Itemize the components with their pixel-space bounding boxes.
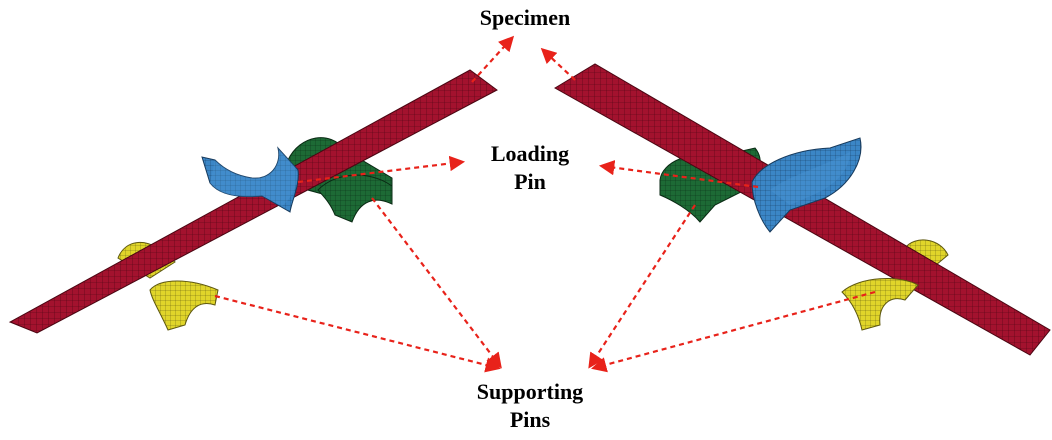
supporting-pins-label-line1: Supporting bbox=[476, 379, 584, 404]
supporting-pins-label-line2: Pins bbox=[509, 407, 551, 432]
left-loading-pin bbox=[201, 146, 299, 213]
left-loading-pin-inner bbox=[210, 148, 298, 206]
arrow-loading-left bbox=[297, 155, 466, 184]
right-front-support-pin-back bbox=[904, 239, 949, 271]
arrow-support-right-green bbox=[588, 204, 696, 369]
right-assembly bbox=[554, 63, 1051, 356]
right-specimen bbox=[554, 63, 1051, 356]
specimen-label: Specimen bbox=[455, 4, 595, 32]
supporting-pins-label: Supporting Pins bbox=[455, 378, 605, 434]
callout-arrows bbox=[214, 35, 876, 373]
right-front-support-pin bbox=[841, 278, 919, 331]
loading-pin-label-line1: Loading bbox=[490, 141, 570, 166]
arrow-specimen-left bbox=[471, 35, 515, 83]
arrow-support-right-yellow bbox=[591, 290, 876, 373]
left-front-support-pin bbox=[149, 280, 219, 331]
specimen-label-text: Specimen bbox=[479, 5, 571, 30]
right-loading-pin-inner bbox=[770, 152, 850, 205]
right-loading-pin bbox=[751, 137, 862, 233]
loading-pin-label-line2: Pin bbox=[514, 169, 546, 194]
arrow-specimen-right bbox=[540, 47, 576, 81]
loading-pin-label: Loading Pin bbox=[460, 140, 600, 196]
left-back-support-pin-front bbox=[317, 174, 393, 223]
left-specimen bbox=[8, 69, 498, 334]
left-assembly bbox=[8, 69, 498, 334]
arrow-support-left-yellow bbox=[214, 294, 501, 373]
